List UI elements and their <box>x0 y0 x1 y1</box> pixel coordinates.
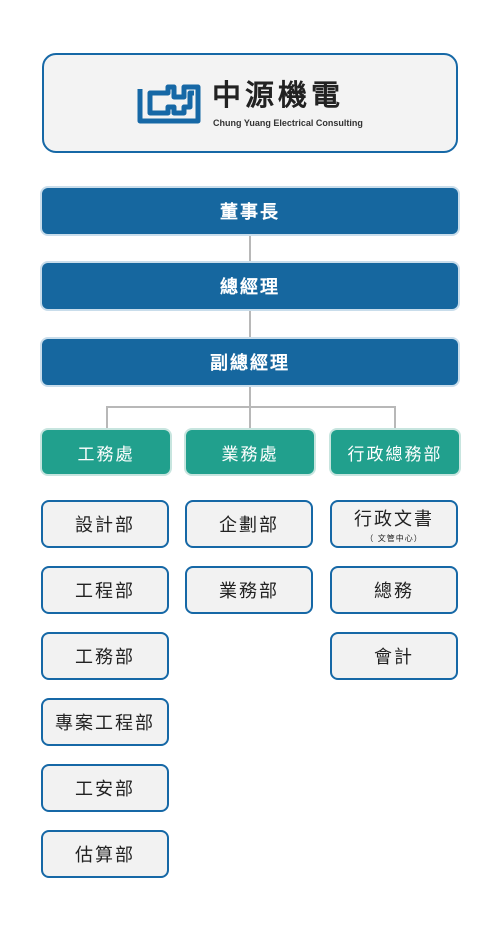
dept-label: 行政文書 <box>354 508 434 530</box>
dept-label: 專案工程部 <box>55 713 155 734</box>
connector-division-1 <box>106 406 108 430</box>
dept-safety: 工安部 <box>41 764 169 812</box>
dept-label: 設計部 <box>75 515 135 536</box>
connector-deputy-branch <box>249 384 251 407</box>
dept-admin-documents: 行政文書 （ 文管中心） <box>330 500 458 548</box>
dept-label: 工安部 <box>75 779 135 800</box>
dept-label: 業務部 <box>219 581 279 602</box>
admin-division-box: 行政總務部 <box>331 430 459 474</box>
dept-note: （ 文管中心） <box>365 533 423 543</box>
dept-engineering: 工程部 <box>41 566 169 614</box>
business-division-box: 業務處 <box>186 430 314 474</box>
dept-general-affairs: 總務 <box>330 566 458 614</box>
company-name-english: Chung Yuang Electrical Consulting <box>213 118 363 128</box>
engineering-division-box: 工務處 <box>42 430 170 474</box>
cy-logo-icon <box>137 84 201 124</box>
connector-gm-deputy <box>249 308 251 339</box>
dept-label: 工務部 <box>75 647 135 668</box>
company-logo-card: 中源機電 Chung Yuang Electrical Consulting <box>42 53 458 153</box>
dept-works: 工務部 <box>41 632 169 680</box>
connector-chairman-gm <box>249 233 251 264</box>
company-name-chinese: 中源機電 <box>212 78 345 112</box>
connector-division-2 <box>249 406 251 430</box>
dept-accounting: 會計 <box>330 632 458 680</box>
chairman-box: 董事長 <box>42 188 458 234</box>
dept-design: 設計部 <box>41 500 169 548</box>
deputy-general-manager-box: 副總經理 <box>42 339 458 385</box>
dept-label: 估算部 <box>75 845 135 866</box>
dept-label: 會計 <box>374 647 414 668</box>
connector-horizontal <box>106 406 396 408</box>
connector-division-3 <box>394 406 396 430</box>
dept-label: 總務 <box>374 581 414 602</box>
general-manager-box: 總經理 <box>42 263 458 309</box>
dept-label: 企劃部 <box>219 515 279 536</box>
dept-business: 業務部 <box>185 566 313 614</box>
dept-estimation: 估算部 <box>41 830 169 878</box>
dept-project-engineering: 專案工程部 <box>41 698 169 746</box>
dept-planning: 企劃部 <box>185 500 313 548</box>
dept-label: 工程部 <box>75 581 135 602</box>
